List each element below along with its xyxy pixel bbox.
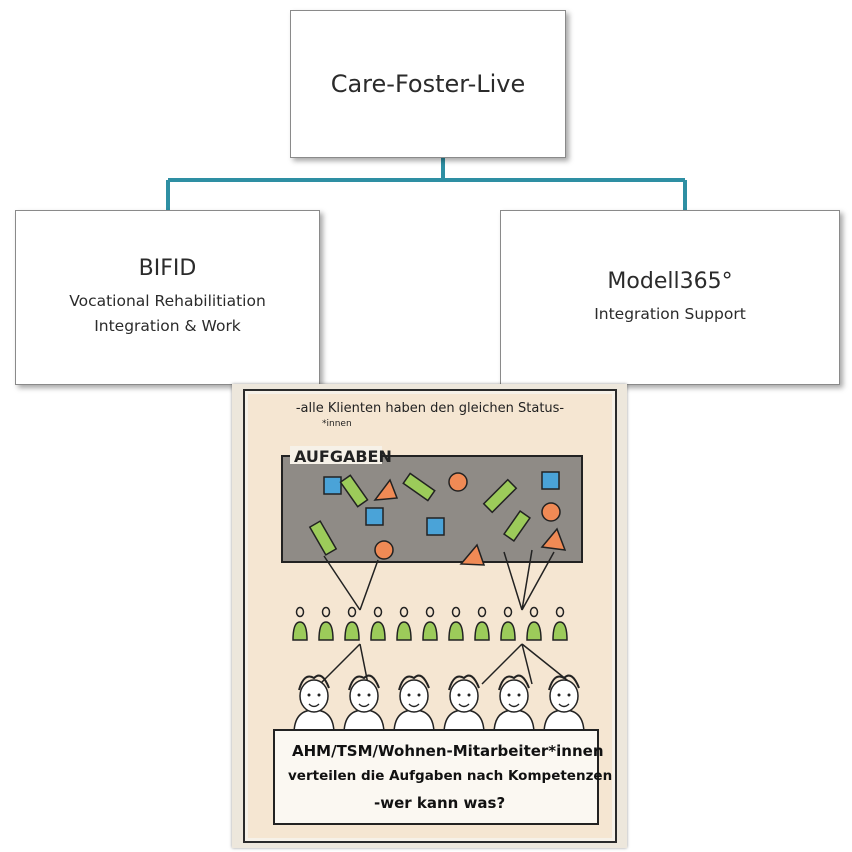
figure-icon [500, 606, 516, 641]
person-drawing [493, 674, 535, 735]
connector-lines [166, 158, 687, 210]
root-box-care-foster-live: Care-Foster-Live [290, 10, 566, 158]
bifid-line-1: Vocational Rehabilitiation [69, 292, 266, 310]
figure-icon [318, 606, 334, 641]
bifid-title: BIFID [138, 256, 197, 281]
child-box-bifid: BIFID Vocational Rehabilitiation Integra… [15, 210, 320, 385]
figure-icon [552, 606, 568, 641]
task-shape-orange [448, 472, 468, 492]
task-shape-green [482, 478, 518, 514]
figure-icon [448, 606, 464, 641]
task-shape-green [308, 520, 338, 556]
sketchnote-poster-image: -alle Klienten haben den gleichen Status… [232, 384, 627, 848]
figure-icon [526, 606, 542, 641]
figure-icon [474, 606, 490, 641]
task-shape-blue [541, 471, 560, 490]
modell365-line-1: Integration Support [594, 304, 746, 323]
poster-headline: -alle Klienten haben den gleichen Status… [296, 401, 565, 416]
figure-icon [396, 606, 412, 641]
bifid-line-2: Integration & Work [94, 317, 241, 335]
tasks-label: AUFGABEN [294, 447, 392, 466]
figure-icon [292, 606, 308, 641]
caption-line-2: verteilen die Aufgaben nach Kompetenzen [288, 768, 612, 784]
task-shape-blue [365, 507, 384, 526]
task-shape-blue [426, 517, 445, 536]
person-drawing [343, 674, 385, 735]
figures-row [292, 606, 568, 641]
modell365-title: Modell365° [607, 268, 733, 294]
person-drawing [293, 674, 335, 735]
person-drawing [443, 674, 485, 735]
person-drawing [543, 674, 585, 735]
figure-icon [344, 606, 360, 641]
root-title: Care-Foster-Live [330, 70, 526, 98]
child-box-modell365: Modell365° Integration Support [500, 210, 840, 385]
caption-line-1: AHM/TSM/Wohnen-Mitarbeiter*innen [292, 742, 604, 760]
task-shape-orange [373, 478, 399, 501]
caption-sign [273, 729, 599, 825]
person-drawing [393, 674, 435, 735]
figure-icon [370, 606, 386, 641]
assignment-lines [319, 549, 573, 685]
task-shape-green [503, 510, 531, 542]
task-shape-blue [323, 476, 342, 495]
caption-line-3: -wer kann was? [374, 794, 505, 812]
people-row [293, 674, 585, 735]
task-shape-orange [541, 502, 561, 522]
task-shape-orange [540, 527, 567, 551]
task-shape-orange [374, 540, 394, 560]
poster-headline-note: *innen [322, 419, 352, 429]
task-shape-green [402, 472, 436, 502]
figure-icon [422, 606, 438, 641]
task-shape-orange [459, 543, 486, 566]
task-shape-green [339, 474, 369, 508]
